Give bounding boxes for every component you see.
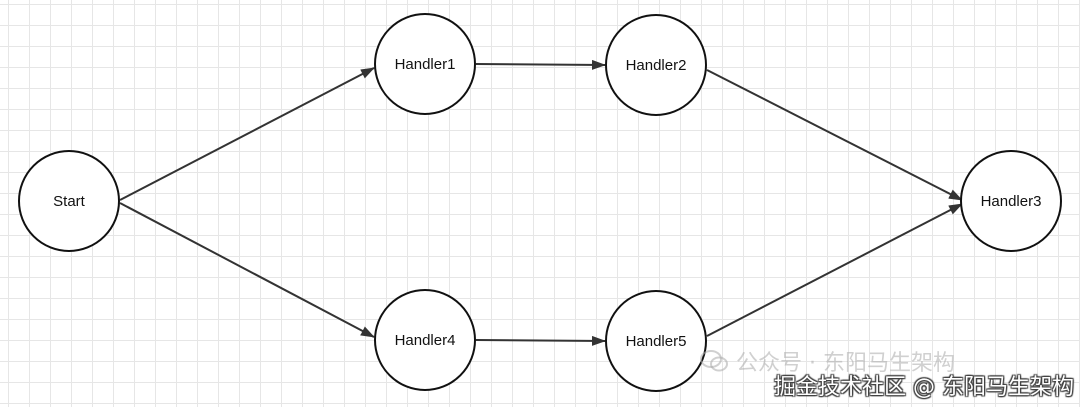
node-handler3-label: Handler3 [981, 193, 1042, 210]
node-handler2-label: Handler2 [626, 57, 687, 74]
node-handler1-label: Handler1 [395, 56, 456, 73]
wechat-icon [700, 350, 728, 372]
node-handler3: Handler3 [960, 150, 1062, 252]
edge-handler5-handler3 [706, 203, 963, 337]
edge-handler4-handler5 [475, 335, 606, 346]
node-handler5: Handler5 [605, 290, 707, 392]
node-start: Start [18, 150, 120, 252]
node-handler4-label: Handler4 [395, 332, 456, 349]
node-handler1: Handler1 [374, 13, 476, 115]
wechat-watermark: 公众号 · 东阳马生架构 [700, 345, 955, 377]
node-handler4: Handler4 [374, 289, 476, 391]
edge-start-handler1 [119, 67, 375, 201]
wechat-watermark-text: 公众号 · 东阳马生架构 [736, 351, 955, 376]
node-handler5-label: Handler5 [626, 333, 687, 350]
edge-handler2-handler3 [706, 69, 963, 201]
node-handler2: Handler2 [605, 14, 707, 116]
edge-start-handler4 [119, 202, 375, 338]
node-start-label: Start [53, 193, 86, 210]
edge-handler1-handler2 [475, 59, 606, 70]
juejin-watermark: 掘金技术社区 @ 东阳马生架构 [774, 375, 1074, 400]
